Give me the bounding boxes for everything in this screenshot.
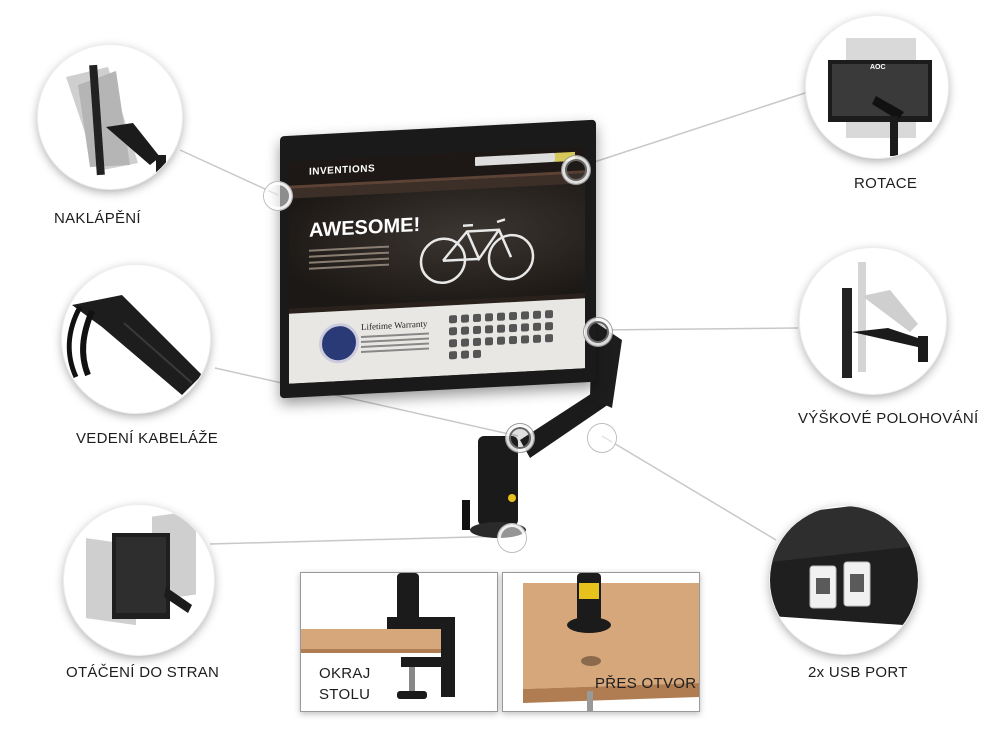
cable-illustration [66, 295, 202, 395]
warranty-title: Lifetime Warranty [361, 318, 428, 333]
usb-illustration [770, 506, 918, 626]
site-search-bar [475, 152, 555, 167]
grommet-label: PŘES OTVOR [595, 675, 697, 692]
warranty-badge-icon [319, 322, 359, 365]
usb-label: 2x USB PORT [808, 664, 908, 681]
hero-title: AWESOME! [309, 213, 421, 242]
monitor-screen: INVENTIONS AWESOME! Lifetime Warranty [289, 146, 585, 384]
swivel-illustration [86, 510, 196, 626]
height-circle [800, 248, 946, 394]
hero-text-lines [309, 245, 389, 274]
rotation-brand: AOC [870, 64, 886, 71]
callout-line-usb [601, 435, 777, 541]
grommet-mount-illustration [523, 573, 699, 711]
height-label: VÝŠKOVÉ POLOHOVÁNÍ [798, 410, 979, 427]
swivel-label: OTÁČENÍ DO STRAN [66, 664, 220, 681]
rotation-circle: AOC [806, 16, 948, 158]
clamp-mount-illustration [301, 573, 455, 699]
pivot-marker-height [584, 318, 612, 346]
pivot-marker-usb [588, 424, 616, 452]
rotation-label: ROTACE [854, 175, 918, 192]
cable-label: VEDENÍ KABELÁŽE [76, 430, 219, 447]
site-logo: INVENTIONS [309, 163, 376, 178]
clamp-label-line2: STOLU [319, 686, 371, 703]
callout-line-height [597, 327, 799, 331]
callout-line-swivel [209, 535, 511, 545]
grommet-mount-box: PŘES OTVOR [502, 572, 700, 712]
usb-circle [770, 506, 918, 654]
warranty-text-lines [361, 332, 429, 356]
pivot-marker-tilt [264, 182, 292, 210]
clamp-mount-box: OKRAJ STOLU [300, 572, 498, 712]
tilt-illustration [66, 64, 166, 176]
pivot-marker-swivel [498, 524, 526, 552]
height-illustration [842, 262, 928, 378]
tilt-circle [38, 45, 182, 189]
callout-line-rotation [575, 91, 809, 169]
cable-circle [62, 265, 210, 413]
swivel-circle [64, 505, 214, 655]
clamp-label-line1: OKRAJ [319, 665, 371, 682]
feature-icon-grid [449, 309, 559, 360]
bicycle-icon [419, 218, 535, 285]
pivot-marker-cable [506, 424, 534, 452]
pivot-marker-rotation [562, 156, 590, 184]
callout-line-tilt [179, 149, 279, 196]
tilt-label: NAKLÁPĚNÍ [54, 210, 141, 227]
main-monitor: INVENTIONS AWESOME! Lifetime Warranty [280, 119, 596, 399]
site-lower-section: Lifetime Warranty [289, 298, 585, 384]
callout-line-cable [214, 367, 519, 437]
rotation-illustration [828, 38, 932, 156]
site-hero: AWESOME! [289, 183, 585, 309]
